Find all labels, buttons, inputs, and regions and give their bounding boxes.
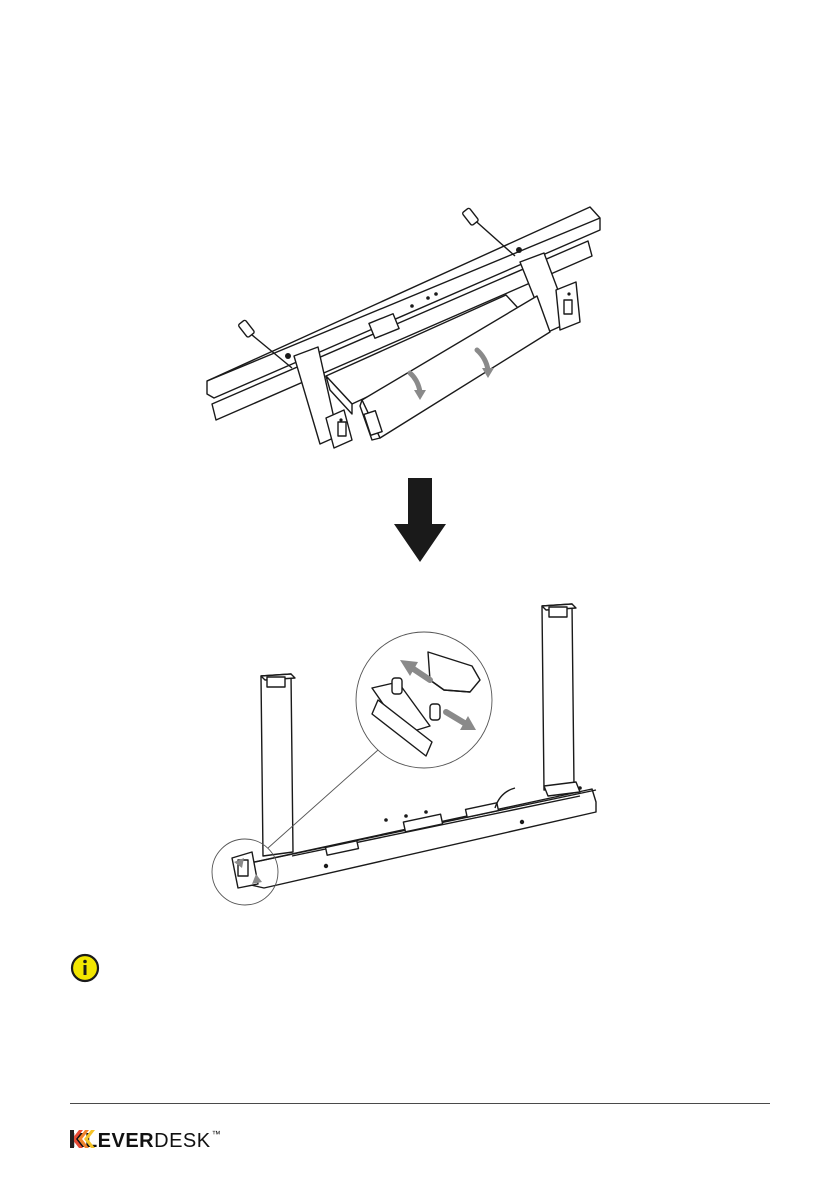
brand-logo: KLEVER DESK ™: [70, 1126, 221, 1156]
brand-name-light: DESK: [154, 1130, 210, 1153]
down-arrow-icon: [394, 478, 446, 562]
klever-logo-icon: [70, 1126, 96, 1152]
detail-callout-large: [356, 632, 492, 768]
footer-divider: [70, 1103, 770, 1104]
trademark-symbol: ™: [212, 1129, 222, 1139]
info-icon: [70, 953, 100, 983]
